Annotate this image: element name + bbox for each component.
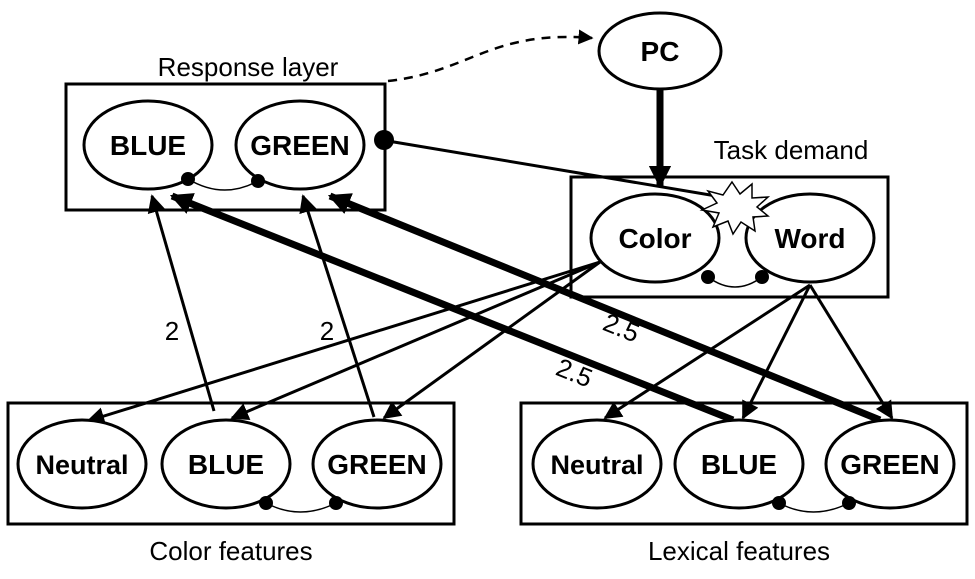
pc-node [597, 11, 723, 91]
task-inhib-dot-right [755, 270, 769, 284]
dashed-response-to-pc [387, 29, 594, 83]
color-neutral-label: Neutral [35, 450, 128, 480]
task-word-to-lex-green [808, 284, 894, 420]
lex-neutral-label: Neutral [550, 450, 643, 480]
task-color-to-color-neutral [86, 260, 601, 425]
lex-blue-label: BLUE [701, 449, 777, 480]
conflict-burst-icon [699, 180, 771, 236]
task-word-node [744, 192, 876, 284]
color-blue-to-resp-blue [147, 194, 216, 412]
lex-green-label: GREEN [840, 449, 940, 480]
resp-green-node [234, 99, 366, 191]
resp-inhib-dot-right [251, 174, 265, 188]
task-inhib-dot-left [701, 270, 715, 284]
lex-inhibition-link [778, 502, 850, 513]
lex-green-to-resp-green [327, 192, 882, 424]
response-to-task-line [387, 139, 741, 202]
color-blue-label: BLUE [188, 449, 264, 480]
color-features-label: Color features [149, 536, 312, 566]
task-color-node [589, 192, 721, 284]
color-inhib-dot-left [259, 496, 273, 510]
color-green-to-resp-green [299, 194, 376, 418]
lexical-features-label: Lexical features [648, 536, 830, 566]
task-word-label: Word [774, 223, 845, 254]
weight-color-green: 2 [320, 316, 334, 346]
weight-lex-green: 2.5 [599, 307, 644, 348]
resp-blue-label: BLUE [110, 130, 186, 161]
weight-color-blue: 2 [165, 316, 179, 346]
color-neutral-node [16, 418, 148, 510]
task-inhibition-link [707, 276, 763, 288]
task-color-label: Color [618, 223, 691, 254]
task-color-to-color-green [382, 260, 601, 420]
lex-green-node [824, 418, 956, 510]
color-features-box [6, 401, 456, 526]
resp-inhibition-link [187, 178, 259, 191]
task-demand-label: Task demand [714, 135, 869, 165]
inhibition-dots [181, 130, 856, 510]
lex-neutral-node [531, 418, 663, 510]
lex-inhib-dot-right [842, 496, 856, 510]
task-word-to-lex-blue [741, 284, 812, 420]
resp-blue-node [82, 99, 214, 191]
resp-green-label: GREEN [250, 130, 350, 161]
resp-inhib-dot-left [181, 172, 195, 186]
color-blue-node [160, 418, 292, 510]
lex-blue-node [673, 418, 805, 510]
response-to-task-dot [374, 130, 394, 150]
color-inhibition-link [265, 502, 337, 513]
lex-inhib-dot-left [772, 496, 786, 510]
weight-lex-blue: 2.5 [552, 352, 597, 393]
nodes [16, 11, 956, 510]
color-green-label: GREEN [327, 449, 427, 480]
task-word-to-lex-neutral [603, 283, 811, 420]
task-color-to-color-blue [230, 260, 601, 420]
color-inhib-dot-right [329, 496, 343, 510]
color-green-node [311, 418, 443, 510]
task-demand-box [569, 175, 890, 299]
pc-label: PC [641, 36, 680, 67]
response-layer-label: Response layer [158, 52, 339, 82]
connections [86, 29, 894, 513]
